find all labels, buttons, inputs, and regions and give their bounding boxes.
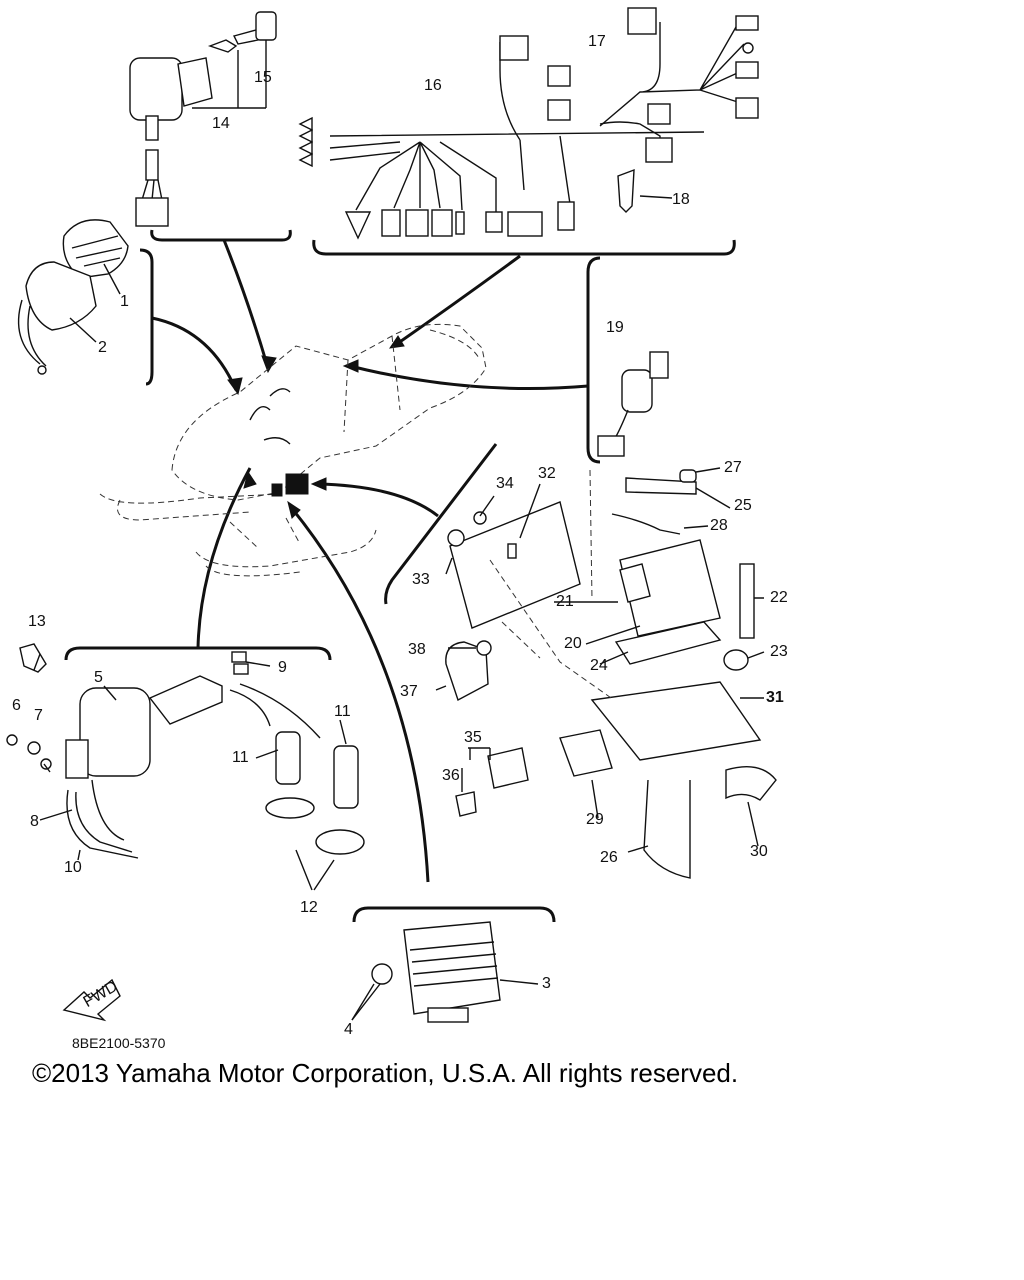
part-label: 15 <box>254 69 272 86</box>
part-label: 26 <box>600 849 618 866</box>
part-label: 8 <box>30 813 39 830</box>
part-label: 17 <box>588 33 606 50</box>
part-label: 3 <box>542 975 551 992</box>
part-label: 27 <box>724 459 742 476</box>
snowmobile-outline <box>99 323 487 577</box>
part-label: 16 <box>424 77 442 94</box>
battery-assembly-part <box>445 469 777 879</box>
part-label: 38 <box>408 641 426 658</box>
part-label: 23 <box>770 643 788 660</box>
copyright-notice: ©2013 Yamaha Motor Corporation, U.S.A. A… <box>32 1058 739 1088</box>
part-label: 33 <box>412 571 430 588</box>
ignition-coil-part <box>6 643 365 891</box>
part-label: 36 <box>442 767 460 784</box>
part-label: 31 <box>766 689 784 706</box>
part-label: 10 <box>64 859 82 876</box>
part-label: 11 <box>334 703 351 720</box>
part-label: 20 <box>564 635 582 652</box>
part-label: 37 <box>400 683 418 700</box>
handle-switch-part <box>17 219 129 375</box>
part-label: 32 <box>538 465 556 482</box>
part-label: 35 <box>464 729 482 746</box>
main-switch-part <box>129 11 277 227</box>
part-label: 5 <box>94 669 103 686</box>
label-leaders <box>33 263 765 1021</box>
rectifier-part <box>351 921 501 1023</box>
part-label: 6 <box>12 697 21 714</box>
part-label: 14 <box>212 115 230 132</box>
part-label: 18 <box>672 191 690 208</box>
part-label: 1 <box>120 293 129 310</box>
part-label: 2 <box>98 339 107 356</box>
part-label: 7 <box>34 707 43 724</box>
part-label: 25 <box>734 497 752 514</box>
drawing-code: 8BE2100-5370 <box>72 1035 166 1051</box>
part-label: 29 <box>586 811 604 828</box>
part-labels: 1 2 3 4 5 6 7 8 9 10 11 11 12 13 14 15 1… <box>12 33 788 1038</box>
brake-switch-part <box>597 351 669 457</box>
part-label: 34 <box>496 475 514 492</box>
part-label: 9 <box>278 659 287 676</box>
part-label: 30 <box>750 843 768 860</box>
part-label: 12 <box>300 899 318 916</box>
part-label: 11 <box>232 749 249 766</box>
wire-harness-part <box>298 7 759 240</box>
fwd-arrow-icon: FWD <box>62 978 121 1022</box>
part-label: 28 <box>710 517 728 534</box>
part-label: 19 <box>606 319 624 336</box>
part-label: 24 <box>590 657 608 674</box>
part-label: 22 <box>770 589 788 606</box>
part-label: 4 <box>344 1021 353 1038</box>
part-label: 13 <box>28 613 46 630</box>
leader-arrows <box>151 239 589 883</box>
